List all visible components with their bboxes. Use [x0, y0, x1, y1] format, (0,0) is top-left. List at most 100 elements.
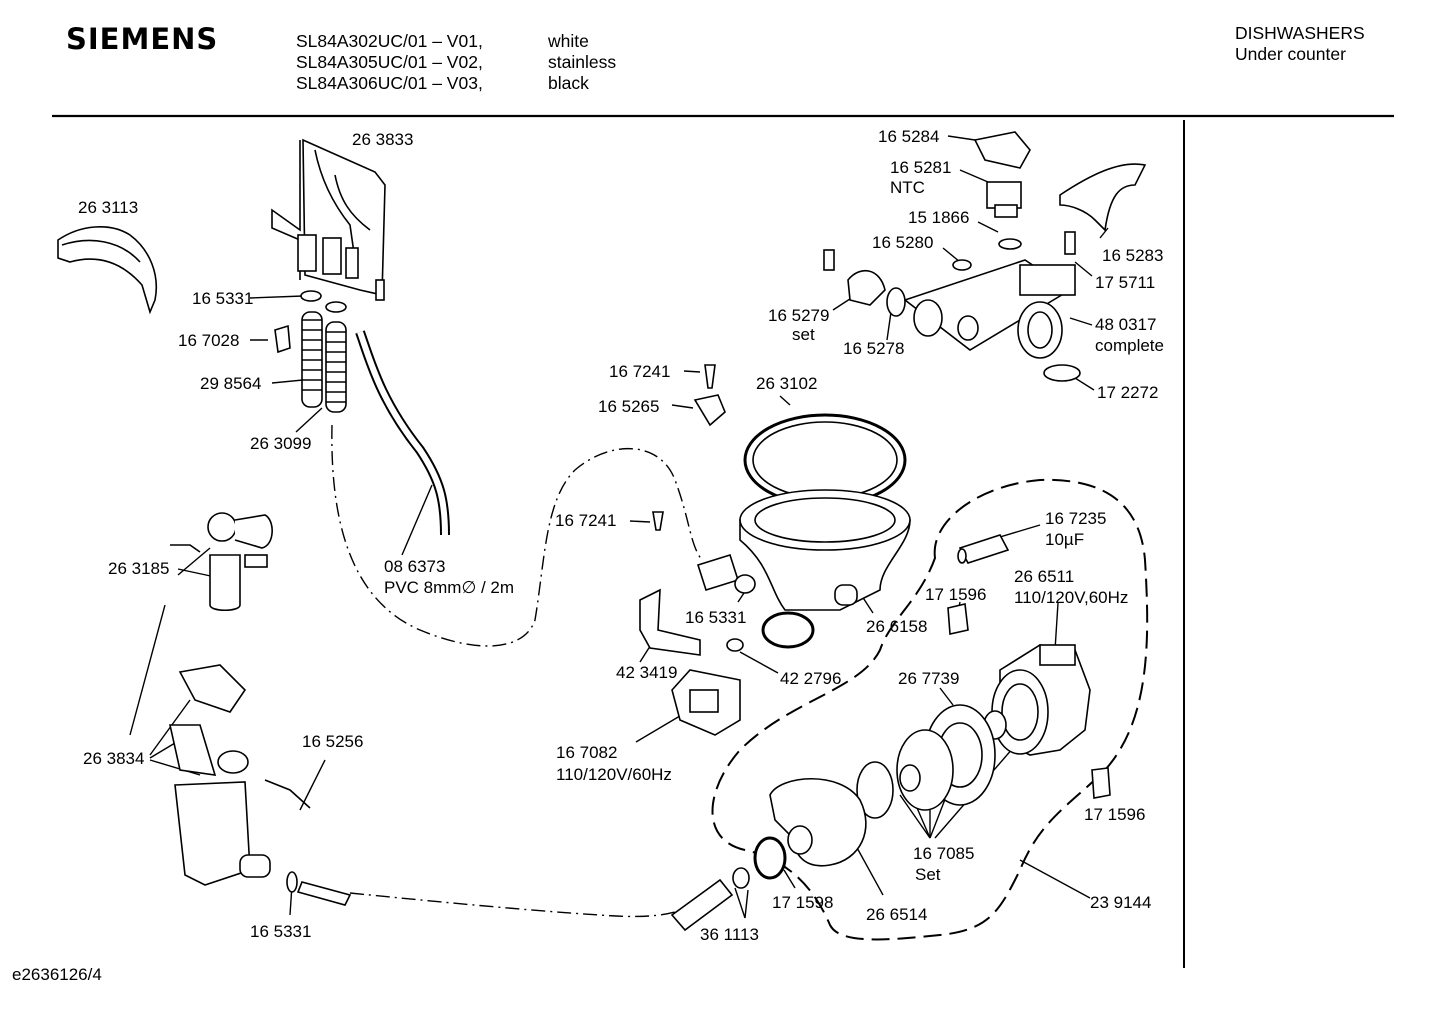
- o-ring-part: [952, 259, 972, 271]
- leader: [734, 887, 746, 919]
- drain-hose-route-lower: [349, 892, 676, 918]
- leader: [783, 869, 796, 889]
- leader: [149, 759, 201, 776]
- leader: [977, 221, 999, 233]
- leader: [671, 404, 694, 409]
- part-number-267739: 26 7739: [898, 669, 959, 688]
- bracket-part: [693, 394, 726, 427]
- part-number-263099: 26 3099: [250, 434, 311, 453]
- part-number-263185: 26 3185: [108, 559, 169, 578]
- part-number-263102: 26 3102: [756, 374, 817, 393]
- part-number-165284: 16 5284: [878, 127, 939, 146]
- color-v02: stainless: [548, 52, 617, 72]
- pump-cover-part: [769, 778, 867, 867]
- part-number-266511: 26 6511: [1014, 567, 1074, 586]
- part-number-172272: 17 2272: [1097, 383, 1158, 402]
- color-v03: black: [548, 73, 589, 93]
- part-number-298564: 29 8564: [200, 374, 261, 393]
- part-desc-165281: NTC: [890, 178, 925, 197]
- clip-part: [726, 638, 744, 652]
- category: DISHWASHERS Under counter: [1235, 23, 1365, 65]
- leader: [947, 135, 976, 141]
- heater-housing-part: [903, 259, 1076, 359]
- leader: [129, 604, 166, 736]
- ntc-cover-part: [973, 131, 1031, 169]
- category-sub: Under counter: [1235, 44, 1346, 64]
- part-number-167235: 16 7235: [1045, 509, 1106, 528]
- clip-part: [1064, 231, 1076, 255]
- part-number-171598: 17 1598: [772, 893, 833, 912]
- leader: [1019, 859, 1091, 899]
- color-list: white stainless black: [548, 31, 616, 94]
- part-number-167028: 16 7028: [178, 331, 239, 350]
- part-number-423419: 42 3419: [616, 663, 677, 682]
- part-number-175711: 17 5711: [1095, 273, 1155, 292]
- leader: [271, 379, 304, 384]
- o-ring-part: [886, 287, 906, 317]
- leader: [295, 407, 323, 433]
- part-number-165281: 16 5281: [890, 158, 951, 177]
- part-desc-167085: Set: [915, 865, 941, 884]
- o-ring-part: [998, 238, 1022, 250]
- air-duct-part: [1059, 163, 1147, 232]
- part-number-266158: 26 6158: [866, 617, 927, 636]
- brand-logo: SIEMENS: [66, 22, 219, 56]
- part-number-165331: 16 5331: [192, 289, 253, 308]
- leader: [1099, 227, 1109, 239]
- model-v02: SL84A305UC/01 – V02,: [296, 52, 483, 72]
- part-desc-086373: PVC 8mm∅ / 2m: [384, 578, 514, 597]
- part-number-266514: 26 6514: [866, 905, 927, 924]
- hose-clamp-part: [1043, 364, 1081, 382]
- part-number-263113: 26 3113: [78, 198, 138, 217]
- ntc-sensor-part: [986, 181, 1022, 218]
- clip-part: [947, 603, 969, 635]
- corrugated-hose-part: [301, 311, 347, 413]
- screw-part: [704, 364, 716, 389]
- leader: [299, 759, 326, 811]
- leader: [739, 651, 779, 674]
- part-number-239144: 23 9144: [1090, 893, 1151, 912]
- part-number-361113: 36 1113: [700, 925, 759, 944]
- part-number-151866: 15 1866: [908, 208, 969, 227]
- part-number-165265: 16 5265: [598, 397, 659, 416]
- water-inlet-assembly-part: [169, 664, 311, 886]
- part-desc-167235: 10µF: [1045, 530, 1084, 549]
- part-desc-266511: 110/120V,60Hz: [1014, 588, 1128, 607]
- impeller-part: [856, 761, 921, 819]
- pvc-hose-inner: [357, 330, 448, 536]
- o-ring-part: [761, 611, 815, 649]
- part-number-480317: 48 0317: [1095, 315, 1156, 334]
- part-number-167082: 16 7082: [556, 743, 617, 762]
- spring-hose-part: [696, 553, 756, 594]
- capacitor-part: [957, 534, 1010, 564]
- leader: [401, 484, 433, 556]
- part-number-171596-right: 17 1596: [1084, 805, 1145, 824]
- leader: [629, 520, 651, 523]
- drain-pump-part: [671, 669, 741, 736]
- o-ring-part: [300, 290, 322, 302]
- part-number-165256: 16 5256: [302, 732, 363, 751]
- part-number-422796: 42 2796: [780, 669, 841, 688]
- category-main: DISHWASHERS: [1235, 23, 1365, 43]
- part-number-165278: 16 5278: [843, 339, 904, 358]
- valve-set-part: [823, 249, 886, 306]
- leader: [683, 370, 701, 373]
- leader: [939, 687, 954, 706]
- part-number-263834: 26 3834: [83, 749, 144, 768]
- inlet-hose-part: [286, 867, 750, 932]
- part-number-263833: 26 3833: [352, 130, 413, 149]
- part-number-165279: 16 5279: [768, 306, 829, 325]
- part-desc-480317: complete: [1095, 336, 1164, 355]
- leader: [942, 247, 961, 263]
- leader: [177, 547, 211, 576]
- leader: [1069, 317, 1093, 326]
- model-v03: SL84A306UC/01 – V03,: [296, 73, 483, 93]
- part-number-165280: 16 5280: [872, 233, 933, 252]
- part-number-167241: 16 7241: [609, 362, 670, 381]
- seal-part: [753, 836, 787, 880]
- cover-cap-part: [57, 225, 157, 315]
- part-number-165331-sump: 16 5331: [685, 608, 746, 627]
- o-ring-part: [325, 301, 347, 313]
- part-number-167241-lower: 16 7241: [555, 511, 616, 530]
